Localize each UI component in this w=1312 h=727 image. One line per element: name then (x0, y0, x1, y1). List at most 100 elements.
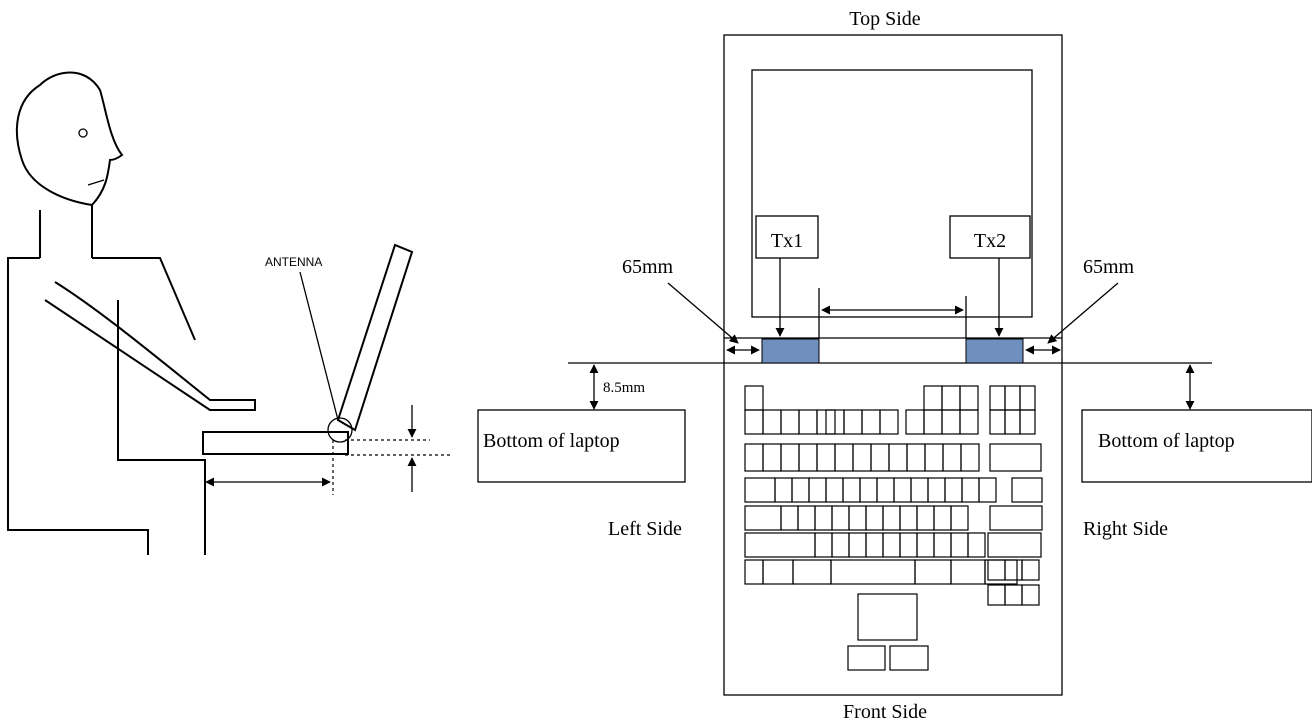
keyboard-key (959, 409, 979, 435)
keyboard-key (950, 532, 969, 558)
keyboard-key (944, 477, 963, 503)
keyboard-key (834, 443, 854, 472)
bottom-of-laptop-right-label: Bottom of laptop (1098, 430, 1235, 452)
keyboard-key (950, 505, 969, 531)
keyboard-key (914, 559, 952, 585)
keyboard-key (941, 409, 961, 435)
distance-bottom-label: 8.5mm (603, 380, 645, 396)
keyboard-key (762, 443, 782, 472)
keyboard-key (808, 477, 827, 503)
keyboard-key (762, 409, 782, 435)
keyboard-key (987, 584, 1006, 606)
keyboard-key (899, 505, 918, 531)
keyboard-key (987, 559, 1006, 581)
keyboard-key (744, 505, 782, 531)
keyboard-key (893, 477, 912, 503)
person-eye (78, 128, 88, 138)
keyboard-key (924, 443, 944, 472)
keyboard-key (961, 477, 980, 503)
keyboard-key (780, 409, 800, 435)
keyboard-key (797, 505, 816, 531)
keyboard-key (744, 385, 764, 411)
person-leg (117, 300, 206, 555)
laptop-display (751, 69, 1033, 318)
touchpad (857, 593, 918, 641)
keyboard-key (852, 443, 872, 472)
antenna-hinge-circle (327, 417, 353, 443)
keyboard-key (780, 505, 799, 531)
keyboard-key (762, 559, 794, 585)
keyboard-key (927, 477, 946, 503)
right-side-label: Right Side (1083, 518, 1168, 540)
keyboard-key (879, 409, 899, 435)
tx1-label: Tx1 (771, 230, 803, 252)
bottom-of-laptop-left-box (477, 409, 686, 483)
keyboard-key (816, 443, 836, 472)
keyboard-key (905, 409, 925, 435)
keyboard-key (950, 559, 986, 585)
keyboard-key (842, 477, 861, 503)
top-view-diagram: Top Side Front Side Left Side Right Side… (477, 8, 1312, 723)
person-neck (39, 205, 93, 258)
keyboard-key (744, 409, 764, 435)
keyboard-key (791, 477, 810, 503)
keyboard-key (1011, 477, 1043, 503)
distance-left-leader (667, 282, 739, 344)
antenna-pointer-line (299, 271, 339, 421)
keyboard-key (870, 443, 890, 472)
touchpad-right-button (889, 645, 929, 671)
keyboard-key (831, 505, 850, 531)
keyboard-key (798, 409, 818, 435)
keyboard-key (882, 532, 901, 558)
bottom-of-laptop-left-label: Bottom of laptop (483, 430, 620, 452)
distance-left-label: 65mm (622, 256, 674, 278)
keyboard-key (1019, 385, 1036, 411)
keyboard-key (959, 385, 979, 411)
keyboard-key (989, 385, 1006, 411)
keyboard-key (960, 443, 980, 472)
keyboard-key (865, 505, 884, 531)
keyboard-key (1004, 385, 1021, 411)
keyboard-key (933, 505, 952, 531)
keyboard-key (876, 477, 895, 503)
keyboard-key (848, 532, 867, 558)
keyboard-key (798, 443, 818, 472)
keyboard (744, 385, 1043, 606)
keyboard-key (861, 409, 881, 435)
side-view-illustration: ANTENNA (7, 71, 450, 555)
keyboard-key (906, 443, 926, 472)
tx2-label: Tx2 (974, 230, 1006, 252)
bottom-of-laptop-right-box (1081, 409, 1312, 483)
keyboard-key (843, 409, 863, 435)
keyboard-key (859, 477, 878, 503)
laptop-base (202, 431, 349, 455)
front-side-label: Front Side (843, 701, 927, 723)
tx2-box (949, 215, 1031, 259)
antenna-tx1-block (761, 338, 820, 364)
laptop-outline (723, 34, 1063, 696)
keyboard-key (825, 477, 844, 503)
person-arm-upper (44, 281, 256, 411)
keyboard-key (831, 532, 850, 558)
keyboard-key (744, 532, 816, 558)
keyboard-key (780, 443, 800, 472)
keyboard-key (744, 477, 776, 503)
person-body (7, 257, 149, 555)
keyboard-key (989, 505, 1043, 531)
keyboard-key (1021, 584, 1040, 606)
keyboard-key (1004, 584, 1023, 606)
keyboard-key (989, 409, 1006, 435)
antenna-tx2-block (965, 338, 1024, 364)
keyboard-key (792, 559, 832, 585)
top-side-label: Top Side (849, 8, 921, 30)
keyboard-key (1021, 559, 1040, 581)
keyboard-key (774, 477, 793, 503)
keyboard-key (933, 532, 952, 558)
keyboard-key (987, 532, 1042, 558)
keyboard-key (1019, 409, 1036, 435)
keyboard-key (916, 505, 935, 531)
keyboard-key (978, 477, 997, 503)
keyboard-key (744, 443, 764, 472)
keyboard-key (989, 443, 1042, 472)
